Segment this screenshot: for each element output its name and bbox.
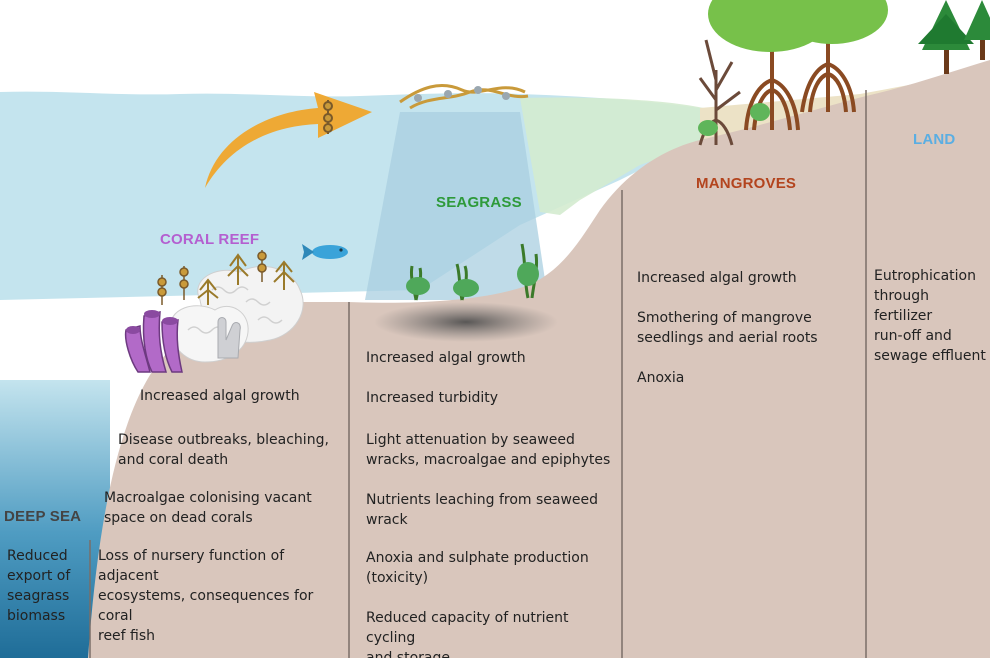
land-title: LAND — [913, 131, 956, 148]
impact-item: Nutrients leaching from seaweed wrack — [366, 492, 599, 528]
impact-item: Eutrophication through fertilizer run-of… — [874, 268, 986, 364]
seagrass-shadow — [374, 302, 558, 342]
seagrass-plants — [406, 243, 539, 301]
coral-reef — [124, 250, 304, 373]
impact-item: Macroalgae colonising vacant space on de… — [104, 490, 312, 526]
land-trees — [918, 0, 990, 74]
impact-item: Light attenuation by seaweed wracks, mac… — [366, 432, 611, 468]
impact-item: Reduced capacity of nutrient cycling and… — [366, 610, 569, 658]
coral-reef-title: CORAL REEF — [160, 231, 260, 248]
impact-item: Anoxia and sulphate production (toxicity… — [366, 550, 589, 586]
impact-item: Increased algal growth — [366, 350, 526, 366]
sea-water — [0, 91, 700, 300]
deep-sea-title: DEEP SEA — [4, 508, 82, 525]
impact-item: Increased algal growth — [637, 270, 797, 286]
impact-item: Reduced export of seagrass biomass — [7, 548, 71, 624]
seagrass-title: SEAGRASS — [436, 194, 522, 211]
light-beam — [365, 112, 548, 300]
seabed-profile — [88, 60, 990, 658]
impact-item: Disease outbreaks, bleaching, and coral … — [118, 432, 329, 468]
floating-seaweed-wrack — [399, 84, 529, 110]
fish — [302, 244, 348, 260]
mangroves-title: MANGROVES — [696, 175, 797, 192]
shallow-green-water — [520, 97, 720, 215]
impact-item: Increased turbidity — [366, 390, 499, 406]
impact-item: Anoxia — [637, 370, 685, 386]
deep-sea-water — [0, 380, 110, 658]
impact-item: Loss of nursery function of adjacent eco… — [98, 548, 314, 644]
arrow-seaweed — [323, 100, 333, 134]
impact-item: Smothering of mangrove seedlings and aer… — [637, 310, 818, 346]
impact-item: Increased algal growth — [140, 388, 300, 404]
mangrove-trees — [698, 0, 888, 146]
